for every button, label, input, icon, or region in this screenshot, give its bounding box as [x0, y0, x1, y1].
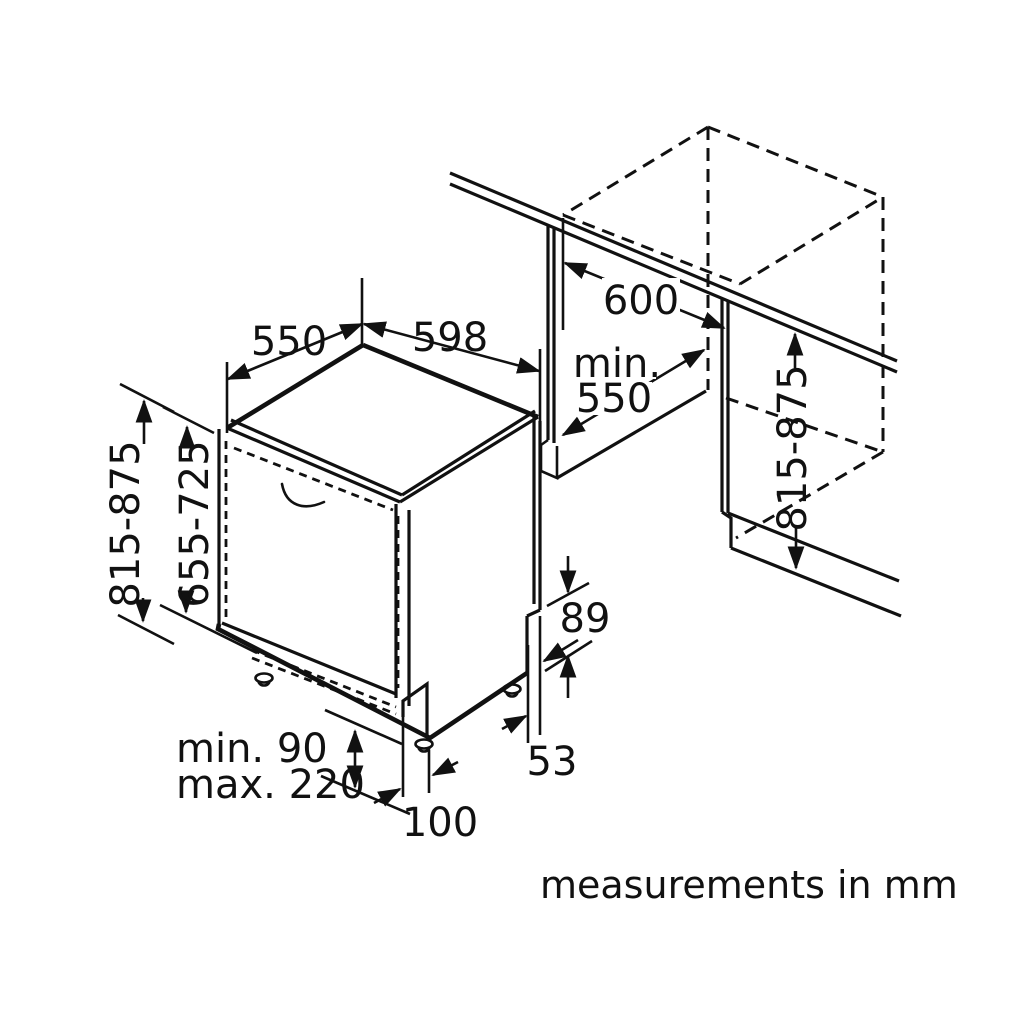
base-bottom-outline	[215, 623, 529, 741]
label-appliance-height: 815-875	[103, 440, 149, 607]
label-appliance-width: 598	[412, 315, 488, 361]
niche-top-back-left-edge	[562, 125, 709, 217]
foot-right	[502, 683, 522, 698]
dishwasher-body	[225, 342, 542, 706]
foot-left	[254, 672, 274, 687]
door-handle-icon	[280, 482, 326, 508]
label-plinth-max: max. 220	[176, 762, 365, 808]
label-niche-height: 815-875	[770, 364, 816, 531]
label-niche-depth-value: 550	[576, 376, 652, 422]
plinth-dashed-bottom	[251, 656, 397, 716]
label-door-panel-height: 655-725	[172, 440, 218, 607]
label-side-foot-inset: 53	[527, 739, 578, 785]
dim-line	[362, 321, 541, 374]
floor-line-right	[730, 546, 902, 618]
dim-door-panel-height	[159, 405, 258, 655]
footer-note: measurements in mm	[540, 863, 958, 907]
niche-top-front-right-edge	[739, 195, 884, 286]
niche-right-cabinet	[720, 299, 902, 618]
foot-front	[414, 738, 434, 753]
niche-bottom-front-edge	[735, 450, 884, 540]
foot-right-pad	[505, 691, 519, 698]
worktop	[449, 171, 898, 374]
dim-plinth-height	[320, 708, 411, 816]
label-base-step: 89	[560, 596, 611, 642]
label-niche-depth-prefix: min.	[573, 341, 661, 387]
tick-bottom	[159, 603, 258, 655]
worktop-top-edge	[449, 171, 898, 363]
niche-volume-dashed	[562, 125, 885, 540]
dim-line	[226, 322, 364, 381]
tick-bottom	[320, 774, 411, 816]
door-bottom-edge	[221, 621, 397, 696]
arrow-right	[542, 638, 579, 663]
foot-left-top	[254, 672, 274, 684]
dim-appliance-width	[362, 321, 542, 427]
label-bg-600	[602, 278, 680, 318]
dishwasher-base	[215, 623, 529, 753]
plinth-front-corner	[401, 680, 429, 737]
dim-base-step	[544, 556, 593, 698]
right-cabinet-base-top-edge	[727, 511, 900, 583]
right-cabinet-plinth-step	[721, 510, 733, 548]
tick-top	[324, 708, 403, 746]
top-front-right-inner-edge	[401, 409, 536, 497]
tick-top	[162, 405, 215, 435]
door-panel-dashed-top	[233, 446, 394, 512]
foot-left-pad	[257, 680, 271, 687]
arrow-left	[501, 714, 528, 734]
top-front-right-edge	[399, 415, 539, 504]
label-front-foot-inset: 100	[402, 800, 478, 846]
tick-top	[546, 581, 590, 608]
dim-niche-height	[786, 332, 805, 570]
label-niche-width: 600	[603, 278, 679, 324]
label-bg-550	[578, 382, 652, 415]
label-plinth-min: min. 90	[176, 726, 328, 772]
label-appliance-depth: 550	[251, 319, 327, 365]
dim-appliance-depth	[225, 278, 364, 433]
label-bg-min	[580, 346, 656, 379]
tick-bottom	[117, 613, 175, 646]
right-step-jog	[526, 608, 541, 618]
foot-front-pad	[417, 746, 431, 753]
top-front-left-edge	[226, 426, 401, 504]
plinth-dashed-top	[251, 648, 397, 709]
niche-top-back-right-edge	[707, 125, 884, 199]
dishwasher-door	[217, 429, 400, 696]
foot-front-top	[414, 738, 434, 750]
left-panel-plinth-step	[539, 438, 559, 480]
niche-bottom-back-edge	[725, 396, 884, 454]
top-front-left-inner-edge	[230, 418, 403, 497]
labels: 550 598 600 min. 550 815-875 655-725 815…	[103, 278, 958, 907]
foot-right-top	[502, 683, 522, 695]
arrow-right	[431, 757, 459, 777]
dim-side-foot-inset	[501, 616, 579, 743]
